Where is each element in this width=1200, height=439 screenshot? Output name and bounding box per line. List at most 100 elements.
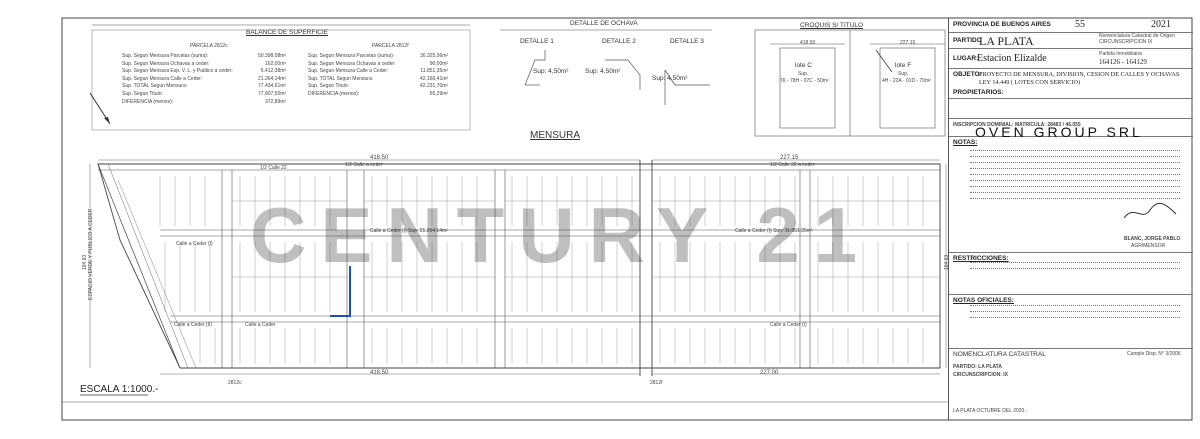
balance-right-values: 30.325,06m² 90,00m² 11.851,35m² 42.166,4…: [420, 53, 448, 99]
notes-line: [970, 162, 1180, 163]
detalle-1-sup: Sup: 4,50m²: [533, 68, 569, 75]
signature-title: AGRIMENSOR: [1131, 243, 1166, 249]
bottom-dim-left: 418.50: [370, 370, 389, 376]
notes-line: [970, 150, 1180, 151]
detalle-2-sup: Sup: 4,50m²: [585, 68, 621, 75]
notes-line: [970, 174, 1180, 175]
balance-left-row: Sup. Segun Mensura Esp. V. L. y Publico …: [122, 68, 233, 75]
province-row: PROVINCIA DE BUENOS AIRES 55 2021: [949, 18, 1193, 33]
croquis-lot-c: lote C: [795, 62, 812, 69]
balance-left-row: Sup. Segun Mensura Parcelas (suma):: [122, 53, 209, 59]
company-name: OVEN GROUP SRL: [975, 124, 1143, 140]
notes-line: [970, 198, 1180, 199]
croquis-lot-f-sup: Sup.: [898, 71, 909, 77]
balance-left-value: 21.264,14m²: [258, 75, 287, 82]
balance-right-row: Sup. Segun Mensura Ochavas a ceder:: [308, 60, 396, 67]
left-dim: 184.83: [82, 254, 88, 270]
balance-right-row: Sup. TOTAL Segun Mensura:: [308, 75, 374, 82]
ochava-title: DETALLE DE OCHAVA: [570, 20, 638, 27]
balance-right-value: 42.166,41m²: [420, 75, 449, 82]
top-dim-left: 418.50: [370, 155, 389, 161]
lugar-value: Estacion Elizalde: [977, 53, 1047, 64]
croquis-lot-f-data: 4H - 22A - 01D - 70m²: [882, 78, 931, 84]
balance-right-row: Sup. Segun Mensura Parcelas (suma):: [308, 53, 395, 59]
detalle-3-sup: Sup: 4,50m²: [652, 75, 688, 82]
partido-label: PARTIDO: [953, 37, 982, 44]
partida-value: 164126 - 164129: [1099, 58, 1147, 66]
inscripcion-row: INSCRIPCION DOMINIAL: MATRICULA: 28483 /…: [949, 118, 1193, 137]
balance-right-row: Sup. Segun Mensura Calle a Ceder:: [308, 68, 389, 75]
balance-right-labels: Sup. Segun Mensura Parcelas (suma): Sup.…: [308, 53, 396, 99]
calle-ceder-3: Calle a Ceder: [245, 322, 276, 328]
balance-left-value: 5.412,38m²: [260, 68, 287, 75]
notes-line: [970, 192, 1180, 193]
balance-right-value: 42.231,70m²: [420, 83, 449, 90]
balance-left-value: 162,00m²: [264, 60, 287, 67]
partido-value: LA PLATA: [979, 34, 1034, 48]
balance-left-row: Sup. Segun Mensura Calle a Ceder:: [122, 75, 203, 82]
province-label: PROVINCIA DE BUENOS AIRES: [953, 21, 1051, 28]
top-dim-right: 227.15: [780, 155, 799, 161]
objeto-value: PROYECTO DE MENSURA, DIVISION, CESION DE…: [979, 71, 1180, 86]
partido-bottom: PARTIDO: LA PLATA: [953, 364, 1002, 370]
notes-line: [970, 186, 1180, 187]
calle-ceder-sup-right: Calle a Ceder (I) Sup: 11.851,35m²: [735, 228, 813, 234]
balance-left-row: Sup. Segun Titulo:: [122, 90, 163, 97]
balance-left-value: 77.807,50m²: [258, 90, 287, 97]
croquis-lot-f: lote F: [895, 62, 912, 69]
lugar-label: LUGAR:: [953, 55, 979, 62]
notes-line: [970, 268, 1180, 269]
balance-right-value: 30.325,06m²: [420, 53, 449, 59]
balance-right-value: 90,00m²: [429, 60, 449, 67]
nomenclatura-catastral-label: NOMENCLATURA CATASTRAL: [953, 351, 1046, 358]
notes-line: [970, 311, 1180, 312]
notes-line: [970, 305, 1180, 306]
lot-grid: [159, 176, 940, 364]
calle-top-ceder: 1/2 Calle a ceder: [345, 162, 383, 168]
fecha-label: LA PLATA OCTUBRE DEL 2020.-: [953, 408, 1028, 414]
notes-line: [970, 262, 1180, 263]
restricciones-label: RESTRICCIONES:: [953, 255, 1009, 262]
croquis-title: CROQUIS S/ TITULO: [800, 22, 864, 29]
balance-right-row: Sup. Segun Titulo:: [308, 83, 349, 90]
calle-ceder-4: Calle a Ceder (I): [770, 322, 807, 328]
notes-line: [970, 317, 1180, 318]
circ-value: CIRCUNSCRIPCION IX: [1099, 39, 1153, 45]
visado-label: Cumple Disp. N° 3/2006: [1127, 351, 1181, 357]
propietarios-label: PROPIETARIOS:: [953, 89, 1004, 96]
mensura-label: MENSURA: [530, 130, 581, 141]
calle-ceder-sup-left: Calle a Ceder (I) Sup: 21.264,14m²: [370, 228, 448, 234]
company-row: [949, 98, 1193, 119]
nomenclatura-block: NOMENCLATURA CATASTRAL Cumple Disp. N° 3…: [949, 348, 1193, 420]
calle-ceder-2: Calle a Ceder (II): [174, 322, 213, 328]
balance-left-value: 372,89m²: [264, 98, 287, 105]
balance-right-title: PARCELA 2812f: [372, 43, 409, 49]
croquis-dim-f: 227.15: [900, 40, 916, 46]
parcela-label-left: 2812c: [228, 380, 242, 386]
calle-top-left: 1/2 Calle 22: [260, 165, 287, 171]
notes-line: [970, 180, 1180, 181]
restricciones-row: RESTRICCIONES:: [949, 252, 1193, 295]
croquis-dim-c: 418.50: [800, 40, 816, 46]
year: 2021: [1151, 19, 1171, 30]
notas-oficiales-row: NOTAS OFICIALES:: [949, 294, 1193, 349]
watermark: CENTURY 21: [250, 191, 872, 279]
balance-left-row: DIFERENCIA (menos):: [122, 98, 174, 105]
title-block: PROVINCIA DE BUENOS AIRES 55 2021 PARTID…: [948, 18, 1193, 420]
year-prefix: 55: [1075, 19, 1085, 30]
balance-left-value: 77.434,61m²: [258, 83, 287, 90]
notas-label: NOTAS:: [953, 139, 978, 146]
partida-label: Partida Inmobiliaria: [1099, 51, 1142, 57]
balance-right-value: 11.851,35m²: [420, 68, 449, 75]
calle-ceder-1: Calle a Ceder (I): [176, 241, 213, 247]
detalle-2-label: DETALLE 2: [602, 38, 636, 45]
signature-name: BLANC, JORGE PABLO: [1124, 236, 1181, 242]
balance-title: BALANCE DE SUPERFICIE: [246, 29, 328, 36]
notas-oficiales-label: NOTAS OFICIALES:: [953, 297, 1014, 304]
balance-left-labels: Sup. Segun Mensura Parcelas (suma): Sup.…: [122, 53, 233, 106]
inscripcion-value: INSCRIPCION DOMINIAL: MATRICULA: 28483 /…: [953, 122, 1081, 128]
espacio-verde: ESPACIO VERDE Y PUBLICO A CEDER: [88, 208, 94, 300]
croquis-lot-c-data: 76 - 78H - 07C - 50m²: [780, 78, 829, 84]
scale-label: ESCALA 1:1000.-: [80, 384, 159, 395]
balance-left-title: PARCELA 2812c: [190, 43, 228, 49]
